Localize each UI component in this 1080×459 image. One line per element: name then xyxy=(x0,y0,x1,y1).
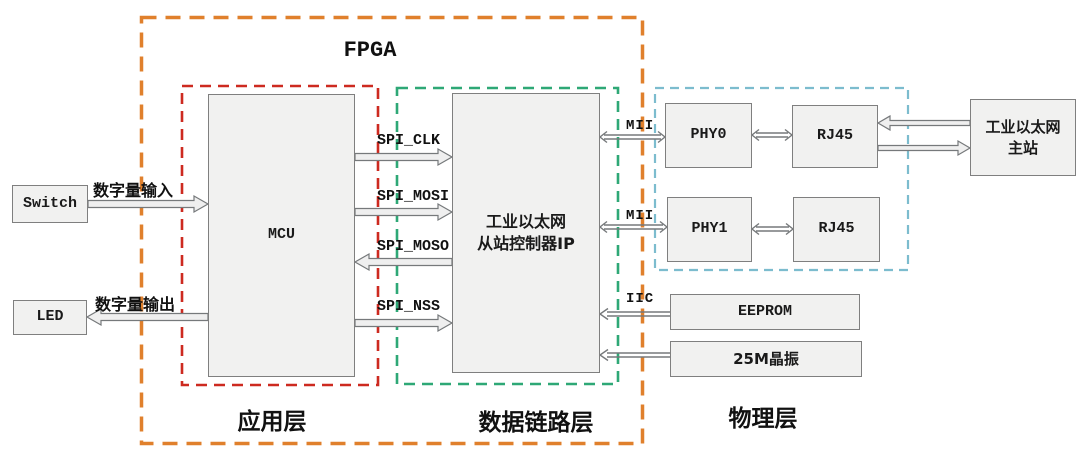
digital-input-arrow xyxy=(87,194,210,214)
spi-mosi-label: SPI_MOSI xyxy=(377,188,450,205)
spi-clk-label: SPI_CLK xyxy=(377,132,441,149)
rj45-top-box: RJ45 xyxy=(792,105,878,168)
spi-nss-arrow xyxy=(354,313,454,333)
iic-eeprom-bus xyxy=(598,307,670,321)
digital-output-label: 数字量输出 xyxy=(95,295,176,314)
switch-box: Switch xyxy=(12,185,88,223)
mcu-box: MCU xyxy=(208,94,355,377)
phy1-box: PHY1 xyxy=(667,197,752,262)
spi-nss-label: SPI_NSS xyxy=(377,298,441,315)
master-to-rj45-arrow xyxy=(876,114,971,132)
crystal-bus xyxy=(598,348,670,362)
spi-moso-label: SPI_MOSO xyxy=(377,238,450,255)
crystal-box: 25M晶振 xyxy=(670,341,862,377)
mii-bottom-label: MII xyxy=(626,208,655,224)
mii-bottom-bus xyxy=(598,220,669,234)
ethernet-slave-ip-box: 工业以太网 从站控制器IP xyxy=(452,93,600,373)
ethernet-master-box: 工业以太网 主站 xyxy=(970,99,1076,176)
spi-moso-arrow xyxy=(353,252,453,272)
led-box: LED xyxy=(13,300,87,335)
rj45-to-master-arrow xyxy=(877,139,972,157)
application-layer-outline xyxy=(180,84,380,387)
spi-mosi-arrow xyxy=(354,202,454,222)
phy1-rj45-bus xyxy=(750,222,795,236)
eeprom-box: EEPROM xyxy=(670,294,860,330)
digital-output-arrow xyxy=(85,307,209,327)
physical-layer-title: 物理层 xyxy=(728,406,798,432)
datalink-layer-outline xyxy=(395,86,620,386)
application-layer-title: 应用层 xyxy=(237,409,307,435)
datalink-layer-title: 数据链路层 xyxy=(478,410,594,436)
digital-input-label: 数字量输入 xyxy=(93,181,174,200)
phy0-rj45-bus xyxy=(750,128,794,142)
mii-top-label: MII xyxy=(626,118,655,134)
phy0-box: PHY0 xyxy=(665,103,752,168)
fpga-region-outline xyxy=(139,15,645,446)
physical-layer-outline xyxy=(653,86,910,272)
fpga-layer-title: FPGA xyxy=(343,38,397,63)
mii-top-bus xyxy=(598,130,667,144)
iic-label: IIC xyxy=(626,291,655,307)
spi-clk-arrow xyxy=(354,147,454,167)
rj45-bottom-box: RJ45 xyxy=(793,197,880,262)
